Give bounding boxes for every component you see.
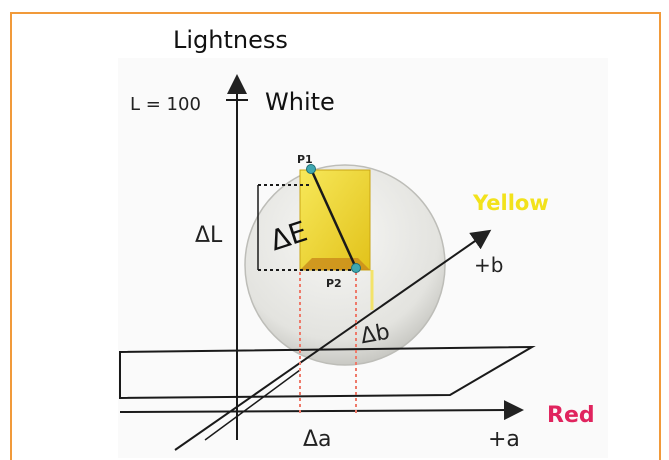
delta-b-label: Δb [359, 320, 392, 350]
a-axis [119, 400, 524, 421]
p1-label: P1 [297, 153, 313, 166]
grid-line [204, 369, 301, 441]
point-p1 [306, 164, 316, 174]
yellow-label: Yellow [472, 191, 549, 215]
delta-l-label: ΔL [195, 223, 223, 248]
white-label: White [265, 88, 335, 116]
l100-label: L = 100 [130, 94, 201, 115]
delta-e-line [309, 168, 358, 269]
plus-b-label: +b [474, 253, 503, 277]
diagram-frame [10, 12, 661, 460]
red-label: Red [547, 403, 595, 428]
point-p2 [351, 263, 361, 273]
delta-a-label: Δa [303, 427, 332, 452]
ab-plane-upper [119, 345, 536, 400]
plus-a-label: +a [488, 427, 520, 452]
lightness-label: Lightness [173, 26, 288, 54]
p2-label: P2 [326, 277, 342, 290]
b-axis [174, 229, 492, 451]
